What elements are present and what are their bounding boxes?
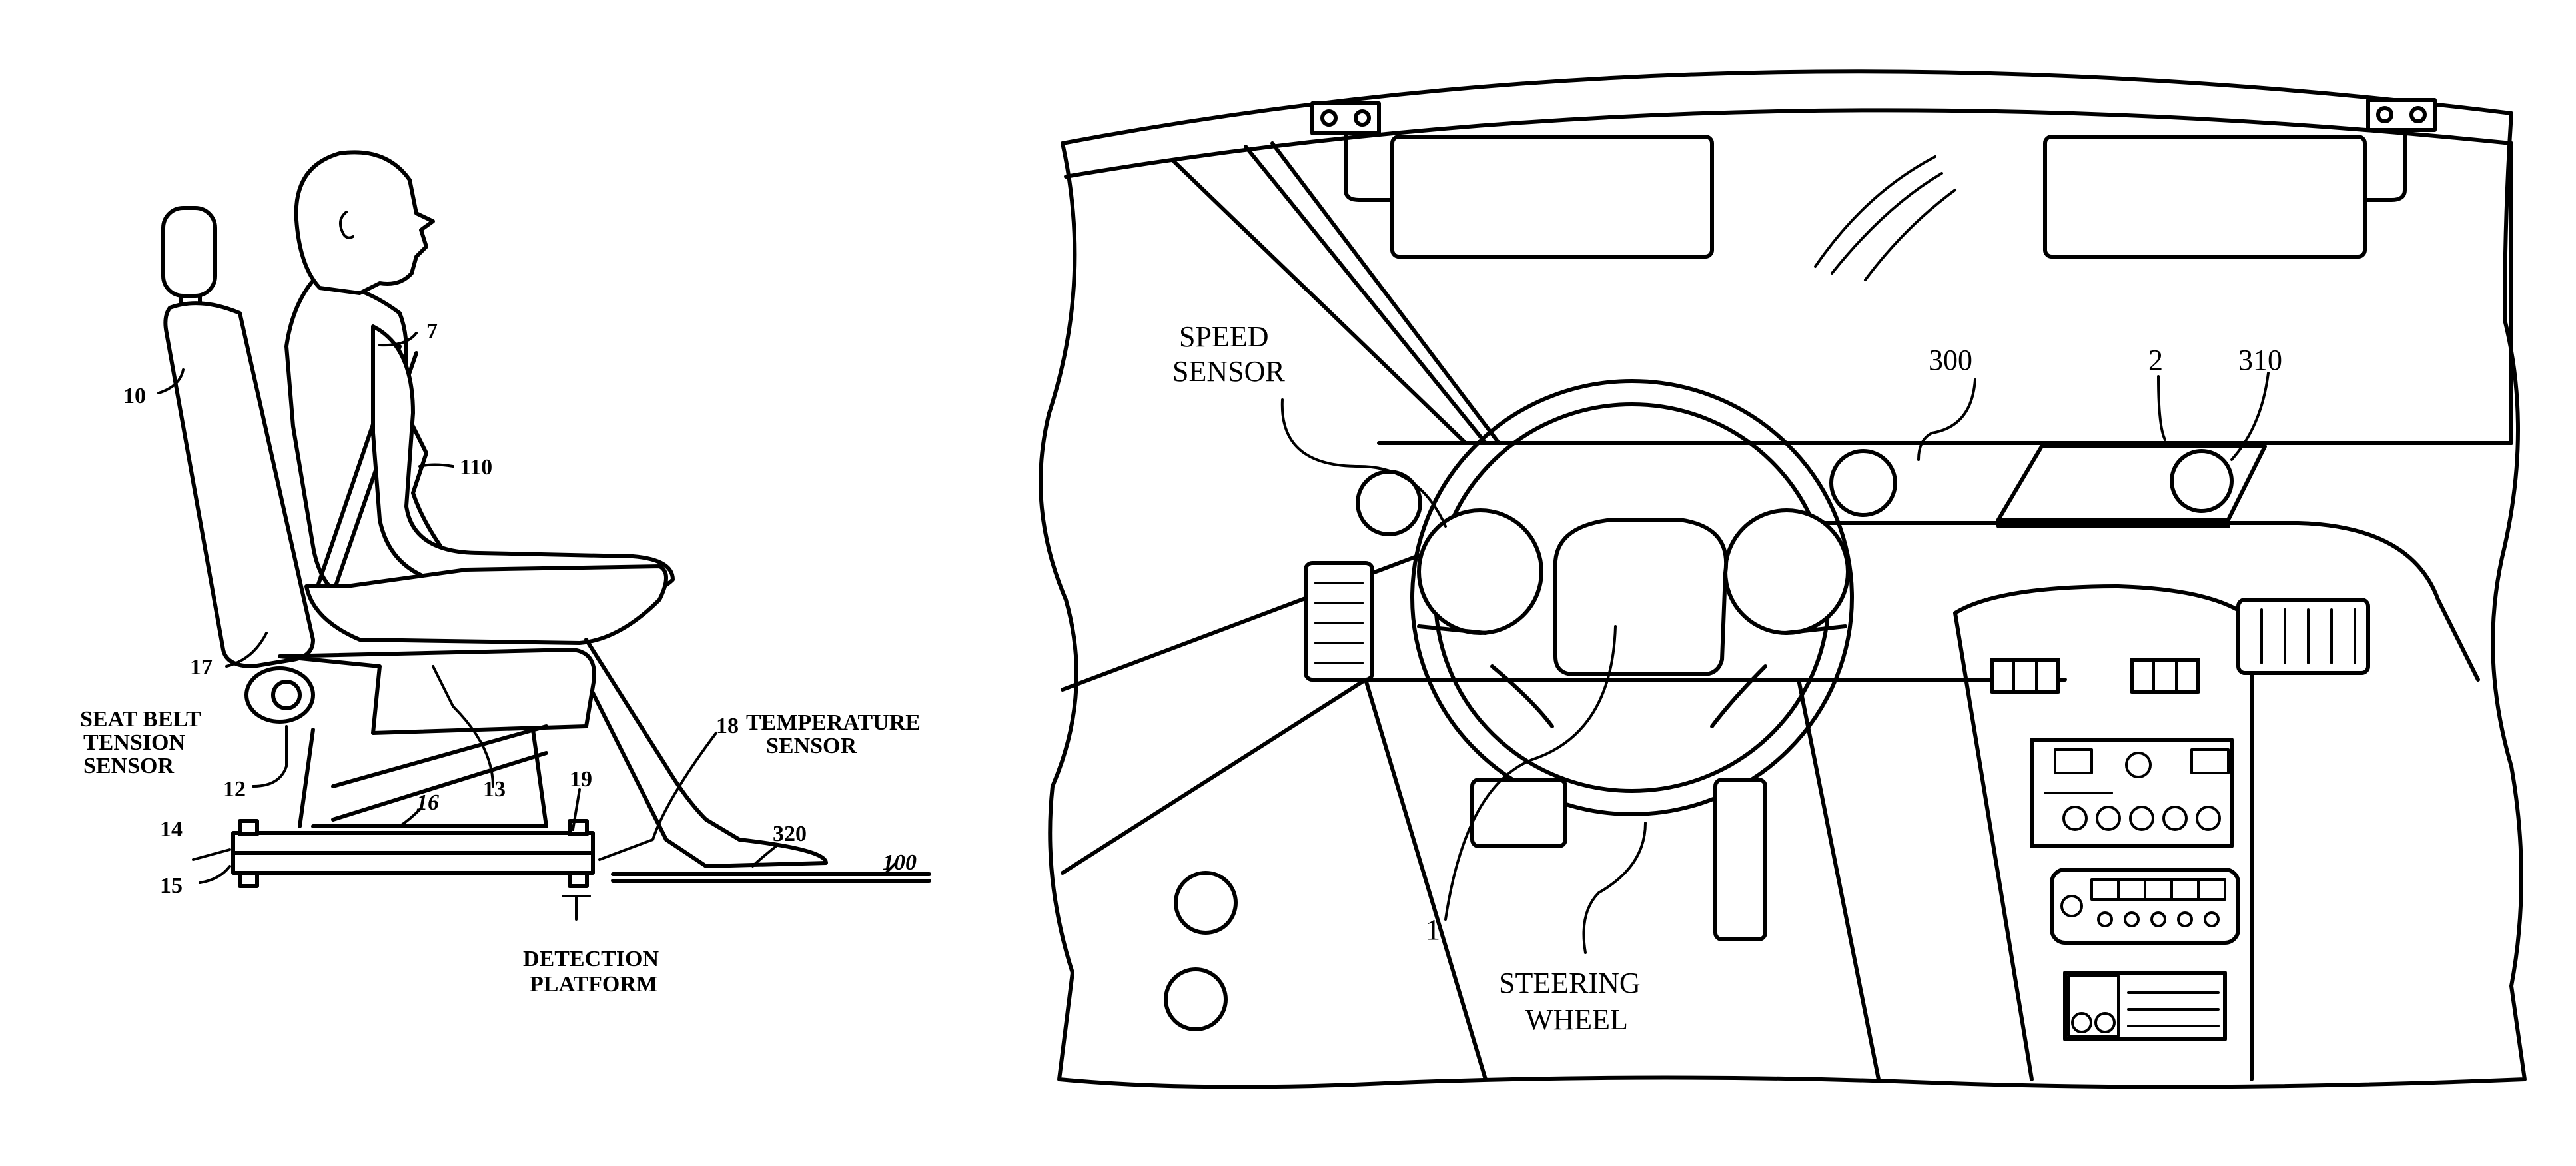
ref-13: 13	[483, 777, 506, 802]
steering-wheel	[1410, 379, 1854, 816]
detection-platform-label-2: PLATFORM	[530, 972, 657, 997]
column-block-left	[1470, 778, 1567, 848]
ref-18: 18	[716, 714, 739, 738]
ref-110: 110	[460, 455, 492, 480]
roof-line	[1061, 69, 2513, 145]
center-upper-vent	[1829, 449, 1897, 517]
ref-2: 2	[2148, 344, 2163, 376]
steering-wheel-label-1: STEERING	[1499, 967, 1641, 999]
occupant-leg	[571, 638, 828, 868]
climate-panel	[2050, 868, 2240, 945]
ref-320: 320	[773, 822, 807, 846]
right-gauge	[1723, 508, 1850, 635]
seat-belt-tension-sensor-label-3: SENSOR	[83, 754, 174, 778]
dashboard-figure: SPEED SENSOR 300 2 310 1 STEERING WHEEL	[1039, 69, 2527, 1089]
console-switch-1	[1990, 658, 2060, 694]
steering-wheel-label-2: WHEEL	[1525, 1003, 1628, 1036]
ref-1: 1	[1426, 913, 1440, 946]
center-console	[1953, 584, 2254, 1081]
seat-belt-tension-sensor-label-2: TENSION	[83, 730, 185, 755]
headrest	[161, 206, 217, 298]
speed-sensor-gauge	[1417, 508, 1543, 635]
sensor-310	[2170, 449, 2234, 513]
occupant-thigh	[304, 564, 668, 645]
lower-console-panel	[2063, 971, 2227, 1041]
ref-14: 14	[160, 817, 183, 842]
dashboard-border	[1039, 111, 2527, 1089]
ref-12: 12	[223, 777, 246, 802]
detection-platform-label-1: DETECTION	[523, 947, 659, 971]
seat-frame	[298, 724, 548, 828]
left-lower-vent-1	[1174, 871, 1238, 935]
ref-17: 17	[190, 655, 213, 680]
ref-300: 300	[1929, 344, 1972, 376]
right-side-vent	[2236, 598, 2370, 675]
left-side-vent	[1304, 561, 1374, 682]
right-sun-visor	[2043, 135, 2367, 259]
left-lower-vent-2	[1164, 967, 1228, 1031]
speed-sensor-label-2: SENSOR	[1172, 355, 1285, 388]
a-pillar-left	[1170, 141, 1501, 445]
ref-15: 15	[160, 874, 183, 898]
seat-belt-tension-sensor-label-1: SEAT BELT	[80, 707, 201, 732]
temperature-sensor-label-2: SENSOR	[766, 734, 857, 758]
temperature-sensor-label-1: TEMPERATURE	[746, 710, 921, 735]
seat-occupant-figure: 7 10 110 17 SEAT BELT TENSION SENSOR 12 …	[80, 150, 931, 997]
ref-310: 310	[2238, 344, 2282, 376]
speed-sensor-label-1: SPEED	[1179, 320, 1268, 353]
left-sun-visor	[1390, 135, 1714, 259]
temperature-sensor-mat	[611, 872, 931, 883]
ref-100: 100	[883, 850, 917, 875]
seat-cushion	[278, 648, 596, 735]
steering-wheel-hub	[1553, 518, 1729, 676]
ref-19: 19	[570, 767, 592, 792]
occupant-head	[294, 150, 435, 295]
column-block-right	[1713, 778, 1767, 941]
ref-16: 16	[416, 790, 439, 815]
ref-7: 7	[426, 319, 438, 344]
console-switch-2	[2130, 658, 2200, 694]
seat-belt-tension-sensor	[244, 666, 315, 724]
ref-10: 10	[123, 384, 146, 408]
